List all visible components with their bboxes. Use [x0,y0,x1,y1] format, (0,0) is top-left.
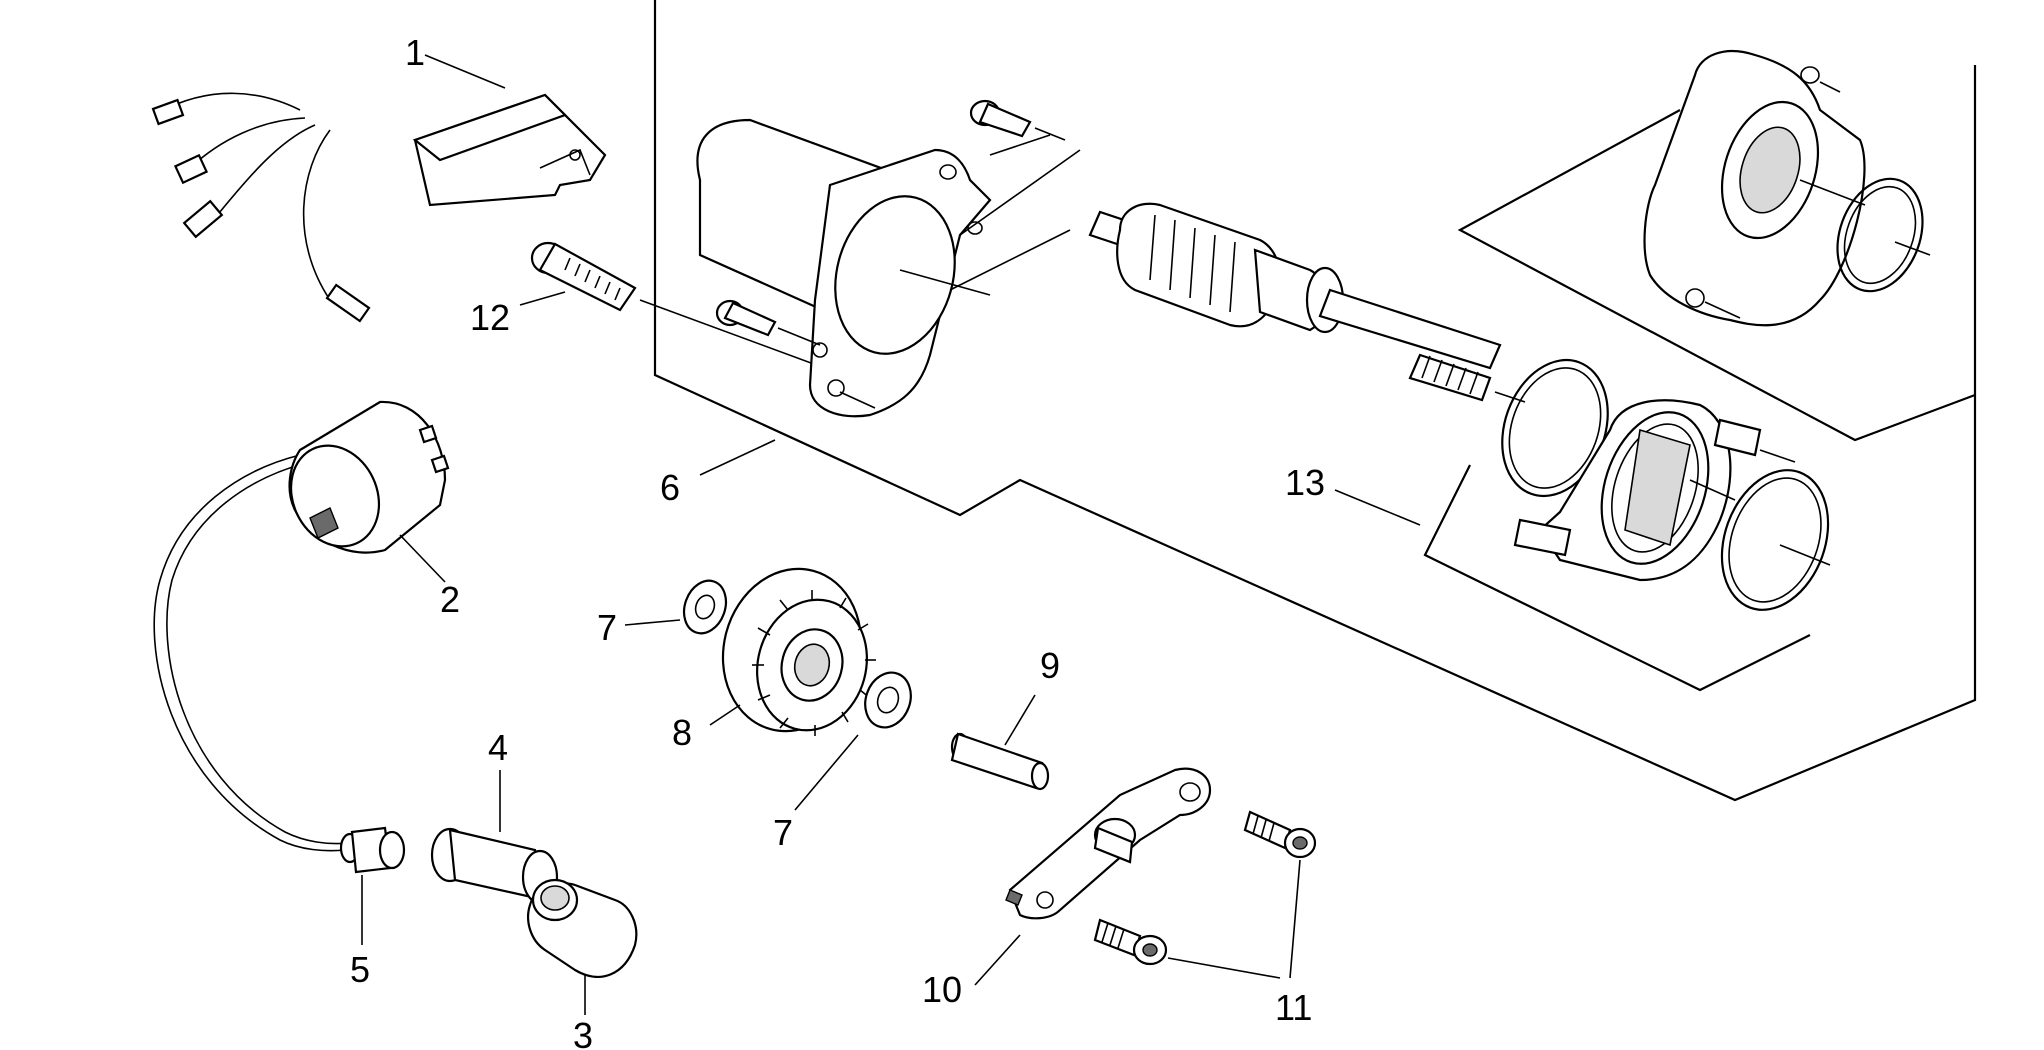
starter-motor-housing [696,118,1081,418]
part-label-1: 1 [405,32,425,73]
gear-retaining-plate [1005,767,1212,920]
leader-1 [424,54,506,89]
part-label-7a: 7 [597,607,617,648]
part-label-9: 9 [1040,645,1060,686]
part-label-4: 4 [488,727,508,768]
idle-gear-shaft [950,732,1050,791]
starter-end-cover [1643,50,1866,327]
spark-plug-cap [527,878,638,978]
part-label-7b: 7 [773,812,793,853]
starter-gear [721,567,876,736]
starter-armature [1088,202,1526,403]
washer-upper [682,579,728,635]
leader-8 [709,704,741,726]
leader-13 [1334,489,1421,526]
brush-holder-o-ring [1720,469,1831,611]
housing-screw-top [969,99,1066,141]
part-label-3: 3 [573,1015,593,1050]
part-label-11: 11 [1275,987,1312,1028]
part-label-6: 6 [660,467,680,508]
leader-7a [624,619,681,626]
end-cover-o-ring [1836,177,1931,293]
washer-lower [864,671,912,729]
starter-end-cover-group-outline [1457,109,1976,442]
leader-10 [974,934,1021,986]
part-label-8: 8 [672,712,692,753]
leader-7b [794,734,859,811]
cable-end-cap [339,826,406,874]
leader-9 [1004,694,1036,746]
starter-seal-group-outline [1423,464,1811,692]
part-label-10: 10 [922,969,962,1010]
part-label-13: 13 [1285,462,1325,503]
plate-screw-upper [1243,810,1317,859]
cdi-unit [151,92,607,323]
leader-11 [1167,859,1301,979]
part-label-12: 12 [470,297,510,338]
part-label-5: 5 [350,949,370,990]
housing-screw-bottom [715,299,821,346]
starter-bolt [530,241,831,371]
brush-holder-assembly [1501,358,1796,582]
leader-12 [519,291,566,306]
leader-6 [699,439,776,476]
leader-2 [399,534,446,583]
part-label-2: 2 [440,579,460,620]
plate-screw-lower [1093,918,1168,966]
ignition-coil [153,400,450,852]
starter-motor-group-outline [653,0,1977,802]
